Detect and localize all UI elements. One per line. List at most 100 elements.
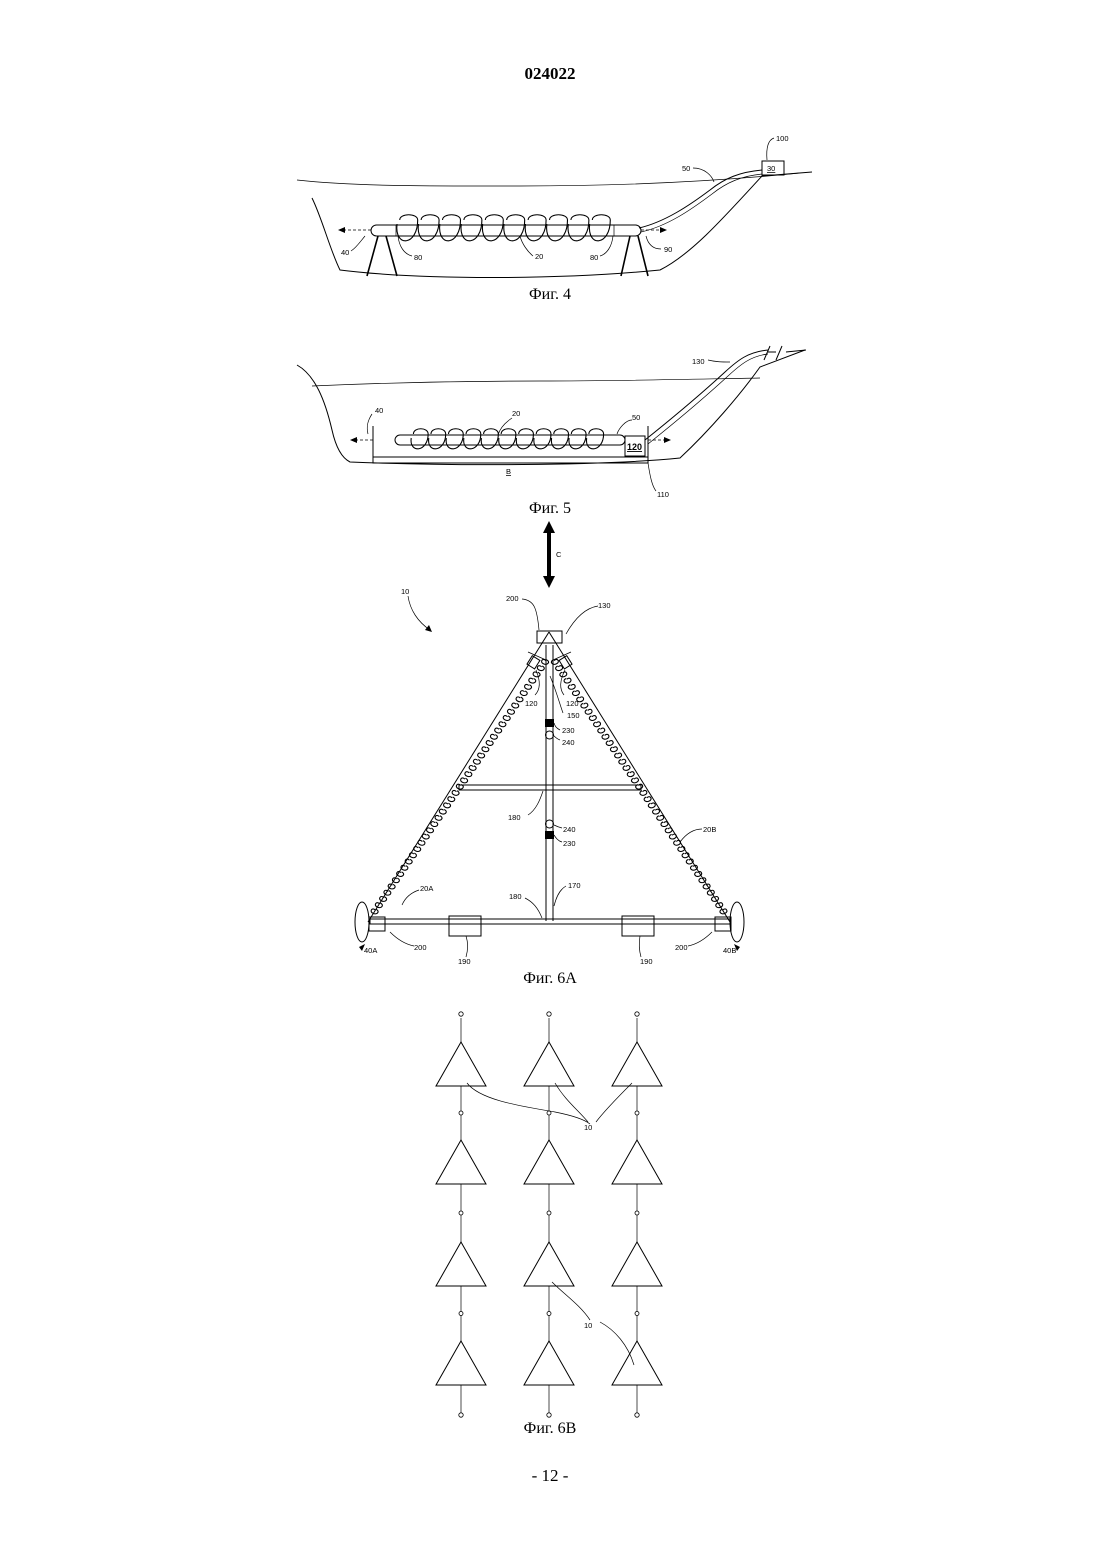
arm-coil-loop	[568, 684, 575, 689]
fig6b-label-10-lower: 10	[584, 1321, 592, 1330]
fig6a-helical-coils	[371, 659, 727, 913]
arm-coil-loop	[537, 666, 544, 671]
arm-coil-loop	[495, 728, 502, 733]
fig5-helical-coil	[411, 429, 604, 449]
coil-loop	[481, 429, 498, 449]
arm-coil-loop	[674, 840, 681, 845]
fig4-generator-tube	[371, 225, 641, 236]
fig6a-label-170: 170	[568, 881, 581, 890]
page-number: - 12 -	[0, 1466, 1100, 1486]
array-end-node	[547, 1012, 551, 1016]
arm-coil-loop	[572, 691, 579, 696]
arm-coil-loop	[653, 809, 660, 814]
figure-4: 100 50 30 40 80 20 80 90 Фиг. 4	[297, 134, 812, 303]
array-generator-triangle	[612, 1341, 662, 1385]
coil-loop	[464, 429, 481, 449]
array-generator-triangle	[524, 1341, 574, 1385]
arm-coil-loop	[422, 834, 429, 839]
fig4-label-30: 30	[767, 164, 775, 173]
array-end-node	[635, 1413, 639, 1417]
fig6a-label-180-middle: 180	[508, 813, 521, 822]
fig6a-propeller-40A	[355, 902, 369, 942]
fig4-caption: Фиг. 4	[529, 286, 571, 303]
coil-loop	[504, 215, 525, 241]
coil-loop	[440, 215, 461, 241]
arm-coil-loop	[512, 703, 519, 708]
arm-coil-loop	[499, 722, 506, 727]
fig6a-ring-240-upper	[546, 731, 554, 739]
arm-coil-loop	[619, 759, 626, 764]
array-generator-triangle	[436, 1140, 486, 1184]
fig4-left-support	[367, 236, 397, 276]
array-generator-triangle	[524, 1242, 574, 1286]
arm-coil-loop	[516, 697, 523, 702]
arm-coil-loop	[585, 709, 592, 714]
fig6a-crossbar-180-bottom	[370, 919, 730, 924]
fig6a-label-230-lower: 230	[563, 839, 576, 848]
fig5-frame-110	[373, 457, 648, 463]
array-generator-triangle	[612, 1140, 662, 1184]
fig6a-ring-240-lower	[546, 820, 554, 828]
fig6a-label-190-right: 190	[640, 957, 653, 966]
array-generator-triangle	[436, 1242, 486, 1286]
fig6b-generator-array	[436, 1012, 662, 1417]
fig6a-label-150: 150	[567, 711, 580, 720]
arm-coil-loop	[520, 691, 527, 696]
arm-coil-loop	[388, 884, 395, 889]
coil-loop	[525, 215, 546, 241]
array-link-node	[459, 1111, 463, 1115]
arm-coil-loop	[598, 728, 605, 733]
arm-coil-loop	[678, 847, 685, 852]
fig4-cable	[639, 170, 762, 228]
arm-coil-loop	[615, 753, 622, 758]
fig6a-label-240-upper: 240	[562, 738, 575, 747]
arm-coil-loop	[623, 765, 630, 770]
fig4-label-90: 90	[664, 245, 672, 254]
fig6a-label-200-left: 200	[414, 943, 427, 952]
arm-coil-loop	[542, 659, 549, 664]
arm-coil-loop	[551, 659, 558, 664]
coil-loop	[551, 429, 568, 449]
array-link-node	[459, 1211, 463, 1215]
fig5-label-130: 130	[692, 357, 705, 366]
figure-5: 130 40 20 50 120 B 110 Фиг. 5	[297, 346, 806, 517]
fig6a-label-40B: 40B	[723, 946, 736, 955]
arm-coil-loop	[529, 678, 536, 683]
fig6a-label-180-bottom: 180	[509, 892, 522, 901]
fig5-generator-tube	[395, 435, 625, 445]
array-generator-triangle	[524, 1042, 574, 1086]
arm-coil-loop	[627, 772, 634, 777]
fig6a-label-C: C	[556, 550, 562, 559]
fig5-label-40: 40	[375, 406, 383, 415]
arm-coil-loop	[644, 797, 651, 802]
arm-coil-loop	[392, 878, 399, 883]
arm-coil-loop	[525, 684, 532, 689]
arm-coil-loop	[427, 828, 434, 833]
arm-coil-loop	[507, 709, 514, 714]
fig5-label-B: B	[506, 467, 511, 476]
arm-coil-loop	[439, 809, 446, 814]
fig6a-label-200-top: 200	[506, 594, 519, 603]
arm-coil-loop	[631, 778, 638, 783]
fig4-label-50: 50	[682, 164, 690, 173]
fig6a-caption: Фиг. 6A	[523, 970, 577, 987]
fig6a-label-190-left: 190	[458, 957, 471, 966]
arm-coil-loop	[384, 890, 391, 895]
figure-6a: C 10	[355, 521, 744, 987]
fig6b-caption: Фиг. 6B	[524, 1420, 577, 1437]
fig4-label-100: 100	[776, 134, 789, 143]
arm-coil-loop	[556, 666, 563, 671]
arm-coil-loop	[594, 722, 601, 727]
coil-loop	[446, 429, 463, 449]
fig4-helical-coil	[397, 215, 610, 241]
arm-coil-loop	[610, 747, 617, 752]
arm-coil-loop	[448, 797, 455, 802]
fig5-label-110: 110	[657, 490, 669, 499]
array-link-node	[635, 1312, 639, 1316]
array-link-node	[547, 1312, 551, 1316]
fig6a-label-40A: 40A	[364, 946, 377, 955]
arm-coil-loop	[640, 790, 647, 795]
coil-loop	[499, 429, 516, 449]
array-generator-triangle	[612, 1242, 662, 1286]
